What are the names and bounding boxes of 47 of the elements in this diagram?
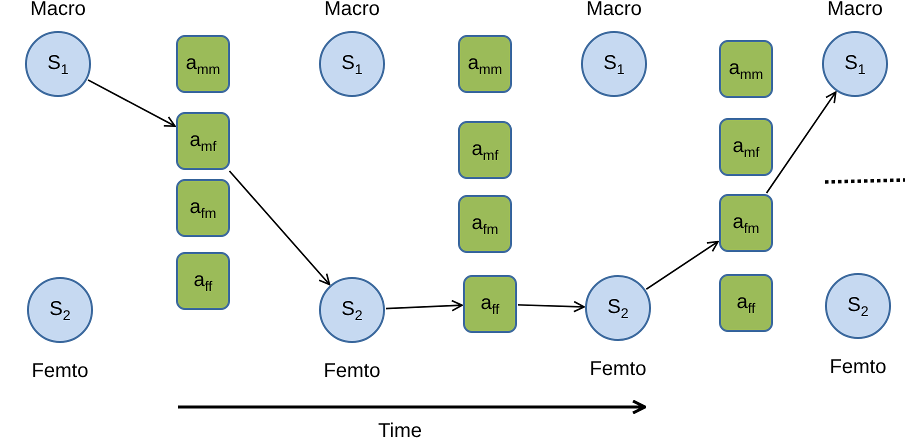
state-label: S$_{2}$ xyxy=(341,298,363,322)
cell-type-label: Macro xyxy=(586,0,642,19)
action-label: a$_{fm}$ xyxy=(190,196,216,220)
action-label: a$_{mm}$ xyxy=(728,58,764,80)
cell-type-label: Macro xyxy=(30,0,86,19)
action-box xyxy=(719,40,773,98)
arrow xyxy=(228,170,330,286)
action-box xyxy=(176,179,230,237)
state-label: S$_{2}$ xyxy=(607,296,629,320)
action-label: a$_{ff}$ xyxy=(736,292,756,314)
arrow xyxy=(88,79,176,127)
action-box xyxy=(176,35,230,93)
cell-type-label: Femto xyxy=(590,359,646,379)
state-label: S$_{1}$ xyxy=(603,52,625,76)
state-label: S$_{2}$ xyxy=(49,298,71,322)
arrow xyxy=(646,240,719,290)
cell-type-label: Macro xyxy=(827,0,883,19)
state-label: S$_{1}$ xyxy=(844,52,866,76)
action-label: a$_{fm}$ xyxy=(732,212,760,234)
arrow xyxy=(386,300,463,312)
state-label: S$_{2}$ xyxy=(847,294,869,318)
action-label: a$_{mf}$ xyxy=(472,138,498,162)
action-box xyxy=(176,112,230,170)
cell-type-label: Femto xyxy=(324,361,380,381)
action-box xyxy=(458,35,512,93)
cell-type-label: Macro xyxy=(324,0,380,19)
action-label: a$_{ff}$ xyxy=(194,270,212,292)
action-box xyxy=(458,121,512,179)
state-label: S$_{1}$ xyxy=(47,52,69,76)
action-box xyxy=(719,274,773,332)
action-box xyxy=(176,252,230,310)
action-label: a$_{mf}$ xyxy=(190,130,216,152)
action-box xyxy=(458,195,512,253)
cell-type-label: Femto xyxy=(32,361,88,381)
action-label: a$_{mm}$ xyxy=(186,52,220,76)
action-label: a$_{mm}$ xyxy=(468,52,502,76)
cell-type-label: Femto xyxy=(830,357,886,377)
arrow xyxy=(518,300,585,312)
state-label: S$_{1}$ xyxy=(341,52,363,76)
arrow xyxy=(766,91,837,194)
action-box xyxy=(719,194,773,252)
action-label: a$_{ff}$ xyxy=(480,292,500,316)
axis-label: Time xyxy=(378,421,422,441)
action-box xyxy=(719,118,773,176)
action-label: a$_{fm}$ xyxy=(472,212,498,236)
action-box xyxy=(463,275,517,333)
action-label: a$_{mf}$ xyxy=(732,136,760,158)
